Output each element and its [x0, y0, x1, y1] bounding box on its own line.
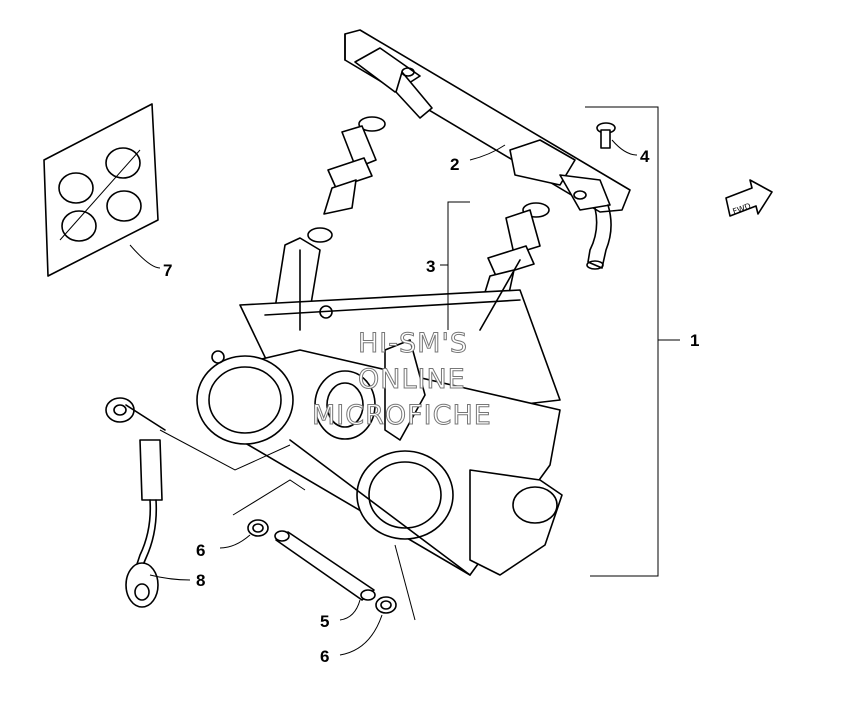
callout-6-upper: 6	[196, 541, 205, 560]
watermark-line-2: ONLINE	[358, 364, 466, 395]
callout-6-lower: 6	[320, 647, 329, 666]
callout-1: 1	[690, 331, 699, 350]
part-2-fuel-rail[interactable]	[344, 29, 631, 270]
watermark: HI-SM'S ONLINE MICROFICHE	[312, 328, 492, 432]
part-7-gasket-card[interactable]	[43, 103, 159, 277]
part-1-throttle-body-assembly[interactable]	[196, 237, 563, 576]
part-6-clamp-lower[interactable]	[375, 596, 397, 614]
callout-2: 2	[450, 155, 459, 174]
callout-5: 5	[320, 612, 329, 631]
part-5-hose[interactable]	[274, 530, 376, 601]
watermark-line-1: HI-SM'S	[358, 328, 468, 359]
callout-8: 8	[196, 571, 205, 590]
callout-7: 7	[163, 261, 172, 280]
watermark-line-3: MICROFICHE	[312, 400, 492, 431]
part-6-clamp-upper[interactable]	[247, 519, 269, 537]
leader-lines	[129, 106, 680, 656]
part-injector-upper[interactable]	[307, 116, 386, 243]
forward-direction-arrow-icon: FWD	[725, 179, 773, 217]
part-8-cable-link[interactable]	[105, 397, 166, 608]
part-4-bolt[interactable]	[596, 122, 616, 149]
callout-4: 4	[640, 147, 650, 166]
callout-3: 3	[426, 257, 435, 276]
